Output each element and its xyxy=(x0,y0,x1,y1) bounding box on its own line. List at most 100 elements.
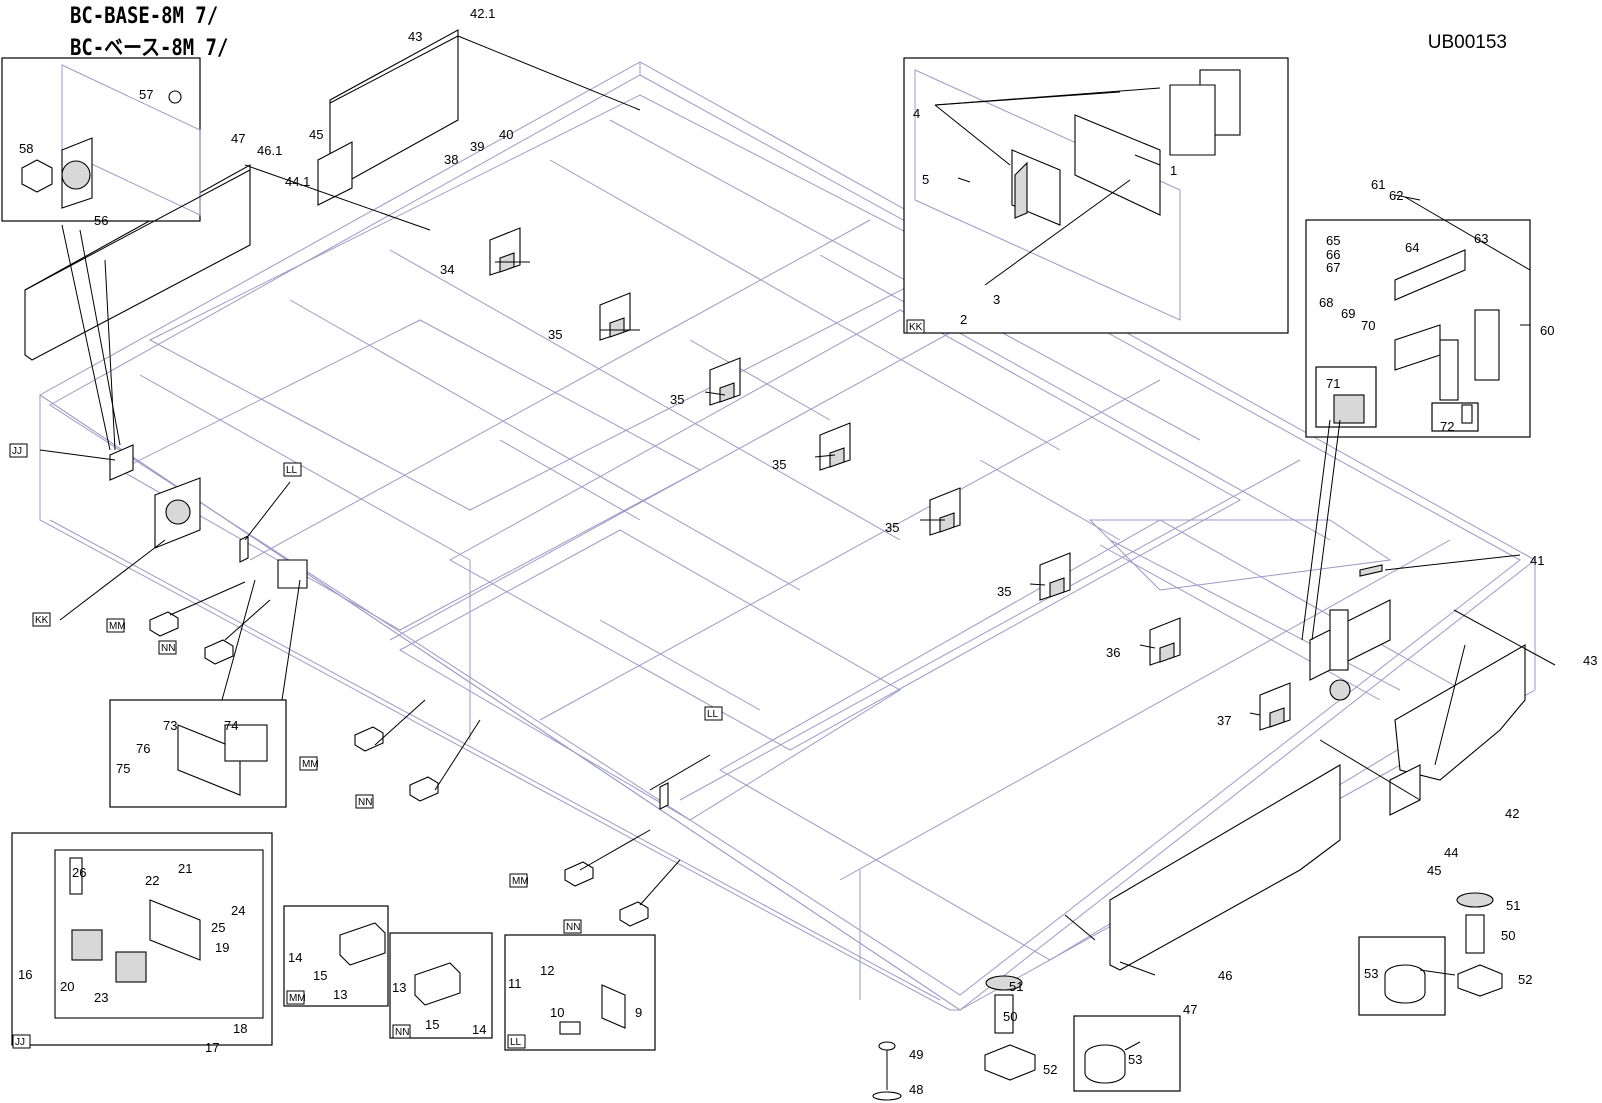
callout-10: 10 xyxy=(550,1005,564,1020)
leader-line-32 xyxy=(374,699,426,746)
leader-line-45 xyxy=(1139,644,1156,649)
svg-text:NN: NN xyxy=(161,643,175,654)
leader-line-36 xyxy=(639,859,681,906)
callout-47: 47 xyxy=(231,131,245,146)
callout-36: 36 xyxy=(1106,645,1120,660)
callout-15-repeat-14: 15 xyxy=(425,1017,439,1032)
callout-23: 23 xyxy=(94,990,108,1005)
mount-mm-1 xyxy=(149,611,179,637)
callout-40: 40 xyxy=(499,127,513,142)
leveling-foot-48 xyxy=(872,1041,902,1101)
callout-53-repeat-11: 53 xyxy=(1364,966,1378,981)
detail-tag-mm-8: MM xyxy=(106,618,126,633)
callout-44-1: 44.1 xyxy=(285,174,310,189)
callout-63: 63 xyxy=(1474,231,1488,246)
callout-22: 22 xyxy=(145,873,159,888)
callout-21: 21 xyxy=(178,861,192,876)
leader-line-37 xyxy=(1419,969,1456,976)
cover-panel-44 xyxy=(1389,764,1421,816)
leader-line-24 xyxy=(1119,961,1156,976)
callout-76: 76 xyxy=(136,741,150,756)
leader-line-21 xyxy=(1434,644,1466,766)
callout-3: 3 xyxy=(993,292,1000,307)
leader-line-14 xyxy=(1301,419,1331,641)
leader-line-46 xyxy=(1249,712,1261,716)
detail-tag-nn-12: NN xyxy=(158,640,177,655)
detail-box-53-center xyxy=(1073,1015,1181,1092)
leveling-foot-center xyxy=(984,975,1036,1081)
callout-20: 20 xyxy=(60,979,74,994)
detail-box-73 xyxy=(109,699,287,808)
callout-69: 69 xyxy=(1341,306,1355,321)
callout-19: 19 xyxy=(215,940,229,955)
callout-46-1: 46.1 xyxy=(257,143,282,158)
callout-38: 38 xyxy=(444,152,458,167)
leader-line-18 xyxy=(1394,194,1421,201)
leader-line-13 xyxy=(957,177,971,183)
leader-line-19 xyxy=(1384,554,1521,571)
detail-box-ll xyxy=(504,934,656,1051)
callout-57: 57 xyxy=(139,87,153,102)
callout-4: 4 xyxy=(913,106,920,121)
svg-text:LL: LL xyxy=(510,1037,522,1048)
callout-45-repeat-6: 45 xyxy=(1427,863,1441,878)
callout-12: 12 xyxy=(540,963,554,978)
callout-71: 71 xyxy=(1326,376,1340,391)
callout-14-repeat-13: 14 xyxy=(472,1022,486,1037)
air-valve-block-35e xyxy=(1039,552,1071,601)
callout-26: 26 xyxy=(72,865,86,880)
callout-14: 14 xyxy=(288,950,302,965)
callout-43: 43 xyxy=(408,29,422,44)
air-valve-block-35c xyxy=(819,422,851,471)
callout-45: 45 xyxy=(309,127,323,142)
detail-box-nn xyxy=(389,932,493,1039)
callout-51-repeat-9: 51 xyxy=(1506,898,1520,913)
leader-line-25 xyxy=(59,539,166,621)
air-valve-block-35d xyxy=(929,487,961,536)
leader-line-26 xyxy=(39,449,116,461)
svg-text:LL: LL xyxy=(286,465,298,476)
air-valve-block-37 xyxy=(1259,682,1291,731)
leader-line-35 xyxy=(579,829,651,871)
leader-line-29 xyxy=(281,579,301,701)
leader-line-33 xyxy=(434,719,481,791)
callout-35-repeat-3: 35 xyxy=(885,520,899,535)
svg-text:MM: MM xyxy=(302,759,319,770)
callout-48: 48 xyxy=(909,1082,923,1097)
drawing-title-jp: BC-ベース-8M 7/ xyxy=(70,36,229,61)
air-valve-block-36 xyxy=(1149,617,1181,666)
callout-43-repeat-5: 43 xyxy=(1583,653,1597,668)
callout-65: 65 xyxy=(1326,233,1340,248)
svg-text:LL: LL xyxy=(707,709,719,720)
callout-24: 24 xyxy=(231,903,245,918)
leader-line-30 xyxy=(169,581,246,616)
callout-labels: 1234591011121314151617181920212223242526… xyxy=(18,6,1597,1097)
detail-tag-mm-10: MM xyxy=(509,873,529,888)
callout-39: 39 xyxy=(470,139,484,154)
svg-text:NN: NN xyxy=(395,1027,409,1038)
callout-61: 61 xyxy=(1371,177,1385,192)
bracket-jj xyxy=(109,444,134,481)
callout-2: 2 xyxy=(960,312,967,327)
leader-lines xyxy=(24,35,1556,1051)
callout-1: 1 xyxy=(1170,163,1177,178)
leader-line-11 xyxy=(1134,154,1161,166)
leader-line-27 xyxy=(244,481,291,541)
leader-line-2 xyxy=(457,35,641,111)
detail-box-top-left xyxy=(1,57,201,222)
svg-text:MM: MM xyxy=(289,993,306,1004)
leader-line-8 xyxy=(934,104,1011,166)
leader-line-42 xyxy=(814,454,836,458)
svg-text:MM: MM xyxy=(512,876,529,887)
leader-line-10 xyxy=(934,87,1161,106)
callout-51: 51 xyxy=(1009,979,1023,994)
sensor-bracket-ll-2 xyxy=(659,782,669,810)
air-valve-block-34 xyxy=(489,227,521,276)
callout-73: 73 xyxy=(163,718,177,733)
leader-line-1 xyxy=(329,35,459,104)
leader-line-31 xyxy=(224,599,271,641)
callout-66: 66 xyxy=(1326,247,1340,262)
detail-tag-kk-4: KK xyxy=(906,319,925,334)
drawing-code: UB00153 xyxy=(1427,32,1507,53)
